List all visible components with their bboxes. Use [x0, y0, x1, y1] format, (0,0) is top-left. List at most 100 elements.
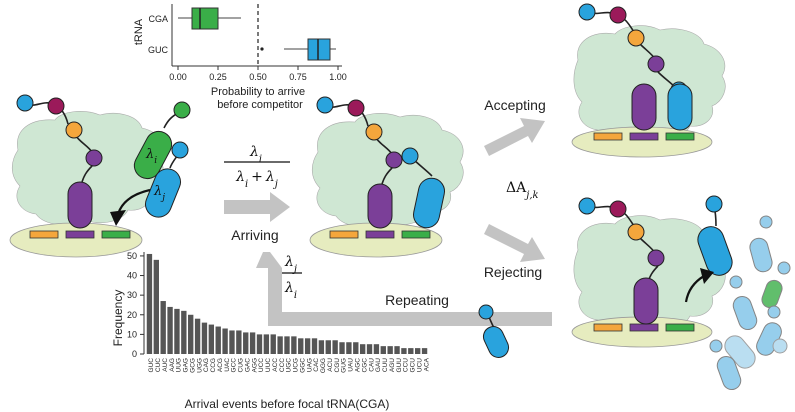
chart-x-tick-label: UGG — [196, 358, 203, 373]
chart-x-tick-label: GCG — [189, 358, 196, 373]
trna-purple — [67, 181, 93, 229]
chart-y-tick-label: 0 — [132, 349, 137, 359]
amino-acid-purple — [647, 249, 665, 267]
chart-x-tick-label: ACC — [272, 358, 279, 372]
chart-x-tick-label: CUG — [238, 358, 245, 372]
chart-bar — [421, 348, 428, 354]
chart-x-tick-label: CCG — [210, 358, 217, 372]
trna-j-label: λj — [153, 184, 165, 203]
chart-bar — [153, 259, 159, 354]
chart-bar — [353, 342, 359, 354]
chart-x-tick-label: AAG — [169, 358, 176, 372]
chart-x-tick-label: GUG — [341, 358, 348, 373]
codon-orange — [329, 230, 359, 239]
ribosome-initial: λi λj — [9, 94, 191, 258]
trna-blue — [482, 326, 510, 358]
chart-bar — [270, 334, 276, 354]
chart-x-tick-label: UAC — [224, 358, 231, 372]
amino-acid-blue — [316, 96, 334, 114]
chart-bar — [188, 314, 194, 354]
chart-x-tick-label: AGC — [354, 358, 361, 372]
accepting-label: Accepting — [484, 97, 545, 113]
amino-acid-purple — [647, 55, 665, 73]
chart-x-tick-label: GUU — [396, 358, 403, 373]
codon-purple — [65, 230, 95, 239]
codon-green — [665, 132, 695, 141]
chart-bar — [284, 336, 290, 354]
chart-x-tick-label: UAU — [348, 358, 355, 372]
amino-acid-green — [173, 101, 191, 119]
chart-x-tick-label: GCU — [410, 358, 417, 373]
repeating-step: Repeating λj λi — [256, 252, 552, 358]
chart-bar — [332, 340, 338, 354]
chart-x-tick-label: GCC — [231, 358, 238, 373]
repeating-arrow — [256, 252, 552, 326]
codon-green — [665, 323, 695, 332]
trna-blue — [697, 226, 733, 276]
ribosome-rejected — [571, 195, 791, 391]
chart-x-tick-label: CUU — [382, 358, 389, 372]
chart-bar — [359, 344, 366, 354]
chart-x-tick-label: UUG — [176, 358, 183, 372]
chart-bar — [277, 336, 283, 354]
codon-purple — [365, 230, 395, 239]
chart-x-tick-label: UCC — [258, 358, 265, 372]
chart-y-tick-label: 40 — [127, 271, 137, 281]
boxplot-tick-4: 1.00 — [329, 72, 347, 82]
chart-x-tick-label: UAG — [306, 358, 313, 372]
trna-blue — [413, 177, 445, 229]
trna-green — [133, 130, 173, 180]
trna-blue — [145, 168, 181, 218]
amino-acid-orange — [65, 121, 83, 139]
peptide-link — [81, 165, 93, 183]
codon-purple — [629, 323, 659, 332]
amino-acid-orange — [627, 223, 645, 241]
codon-purple — [629, 132, 659, 141]
chart-bar — [318, 340, 325, 354]
chart-x-tick-label: GAG — [183, 358, 190, 372]
amino-acid-blue — [401, 147, 419, 165]
chart-bar — [201, 322, 208, 354]
trna-purple — [367, 183, 393, 229]
amino-acid-blue — [705, 195, 723, 213]
chart-x-tick-label: CAU — [368, 358, 375, 372]
amino-acid-blue — [578, 197, 596, 215]
boxplot-tick-1: 0.25 — [209, 72, 227, 82]
repeating-label: Repeating — [385, 292, 449, 308]
chart-y-tick-label: 50 — [127, 251, 137, 261]
chart-x-tick-label: GAU — [375, 358, 382, 372]
decision-step: Accepting ΔAj,k Rejecting — [484, 97, 546, 280]
boxplot-tick-3: 0.75 — [289, 72, 307, 82]
chart-x-tick-label: CGU — [334, 358, 341, 373]
probability-numerator: λi — [249, 144, 262, 165]
chart-x-tick-label: UGC — [286, 358, 293, 373]
chart-bar — [311, 338, 318, 354]
chart-bar — [194, 318, 201, 354]
amino-acid-maroon — [609, 6, 627, 24]
chart-bar — [263, 334, 270, 354]
chart-bar — [304, 338, 311, 354]
ejection-arrowhead — [700, 268, 714, 284]
chart-bar — [373, 344, 380, 354]
chart-bar — [167, 306, 173, 354]
codon-green — [101, 230, 131, 239]
chart-bar — [222, 328, 228, 354]
trna-i-label: λi — [145, 147, 157, 166]
chart-bar — [146, 253, 153, 354]
amino-acid-maroon — [347, 99, 365, 117]
amino-acid-maroon — [609, 200, 627, 218]
chart-bar — [243, 332, 249, 354]
chart-bar — [256, 334, 263, 354]
mrna-strand — [9, 222, 143, 258]
chart-ylabel: Frequency — [111, 290, 125, 347]
ribosome-arrived — [309, 96, 464, 258]
chart-bar — [380, 346, 386, 354]
amino-acid-purple — [385, 151, 403, 169]
amino-acid-orange — [627, 29, 645, 47]
competitor-trna-pool — [709, 215, 791, 391]
amino-acid-blue — [171, 141, 189, 159]
boxplot-tick-0: 0.00 — [169, 72, 187, 82]
mrna-strand — [309, 222, 443, 258]
ejection-arrow — [684, 275, 705, 303]
chart-y-tick-label: 10 — [127, 329, 137, 339]
